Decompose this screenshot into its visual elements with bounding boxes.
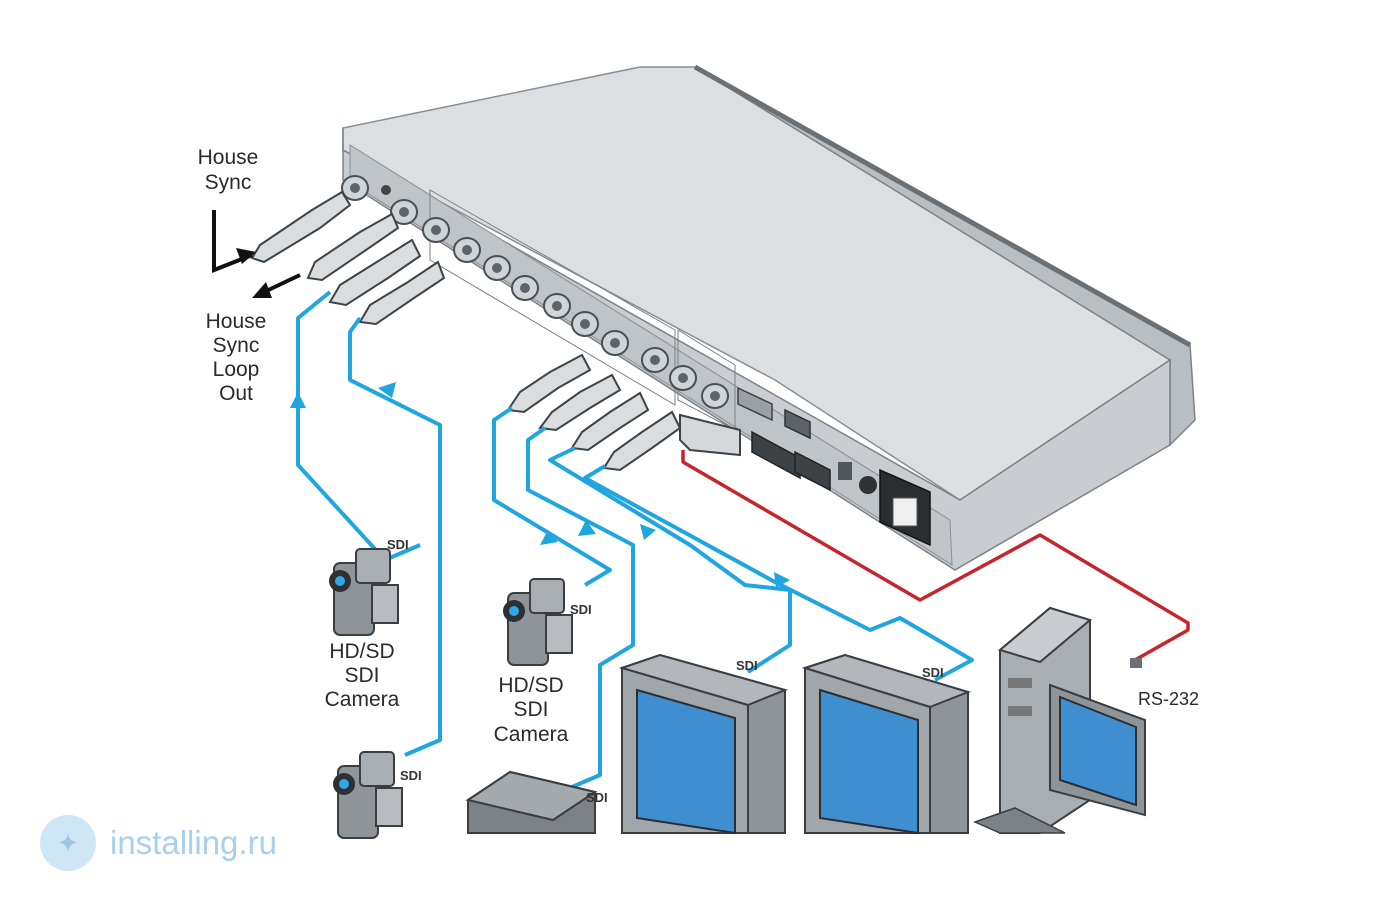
svg-text:HD/SD: HD/SD <box>498 674 563 697</box>
bnc-connector <box>422 217 450 243</box>
camera2-label: HD/SD SDI Camera <box>494 674 569 746</box>
switcher-chassis <box>342 64 1196 571</box>
watermark-logo-icon: ✦ <box>40 815 96 871</box>
svg-text:SDI: SDI <box>344 664 379 687</box>
dip-switch-icon <box>381 185 391 195</box>
bnc-connector <box>669 365 697 391</box>
bnc-connector <box>390 199 418 225</box>
cable-recorder <box>526 426 635 792</box>
cable-camera2 <box>492 406 612 587</box>
bnc-plug <box>570 391 650 452</box>
cable-camera1 <box>296 290 421 562</box>
sdi-label: SDI <box>570 602 592 617</box>
camera-icon <box>329 548 399 636</box>
sdi-label: SDI <box>586 790 608 805</box>
cable-camera3 <box>348 316 442 757</box>
bnc-plug <box>538 373 622 432</box>
keyboard-icon <box>972 807 1066 834</box>
svg-text:House: House <box>198 146 259 169</box>
svg-text:Sync: Sync <box>213 334 260 357</box>
svg-text:Out: Out <box>219 382 253 405</box>
db9-port <box>737 386 773 422</box>
watermark: ✦ installing.ru <box>22 808 316 878</box>
db9-plug <box>679 413 741 457</box>
camera-icon <box>503 578 573 666</box>
arrow-icon <box>640 524 656 540</box>
sdi-label: SDI <box>400 768 422 783</box>
rs232-cable <box>681 450 1190 662</box>
arrow-icon <box>774 572 790 588</box>
monitor-icon <box>618 653 789 835</box>
bnc-connector <box>571 311 599 337</box>
arrow-icon <box>290 392 306 408</box>
sdi-label: SDI <box>387 537 409 552</box>
bnc-connector <box>453 237 481 263</box>
terminal-block-1 <box>751 430 801 480</box>
house-sync-loop-out-label: House Sync Loop Out <box>206 310 267 405</box>
bnc-connector <box>543 293 571 319</box>
svg-text:Loop: Loop <box>213 358 260 381</box>
arrow-icon <box>378 382 396 398</box>
svg-text:HD/SD: HD/SD <box>329 640 394 663</box>
cable-monitor1 <box>548 446 792 674</box>
reset-button <box>838 462 852 480</box>
bnc-plug <box>328 238 422 307</box>
power-inlet-pins <box>892 497 918 527</box>
monitor-icon <box>801 653 972 835</box>
bnc-plug <box>506 353 592 414</box>
bnc-connector <box>641 347 669 373</box>
bnc-plug-group <box>250 190 741 472</box>
recorder-icon <box>465 770 598 834</box>
control-ports <box>737 386 931 547</box>
rs232-label: RS-232 <box>1138 689 1199 709</box>
bnc-connector <box>511 275 539 301</box>
svg-text:House: House <box>206 310 267 333</box>
house-sync-label: House Sync <box>198 146 259 194</box>
sdi-cables <box>290 290 974 792</box>
bnc-connector-row <box>341 175 729 409</box>
bnc-plug <box>250 190 352 264</box>
ethernet-port <box>784 408 811 440</box>
bnc-connector <box>483 255 511 281</box>
arrow-icon <box>578 520 596 536</box>
power-switch <box>859 476 877 494</box>
bnc-connector <box>701 383 729 409</box>
bnc-connector <box>601 330 629 356</box>
computer-icon <box>972 606 1146 834</box>
bnc-plug <box>602 410 682 472</box>
svg-text:SDI: SDI <box>513 698 548 721</box>
house-sync-arrows <box>212 210 301 298</box>
bnc-plug <box>306 212 400 282</box>
watermark-text: installing.ru <box>110 824 277 861</box>
terminal-block-2 <box>794 450 831 492</box>
bnc-plug <box>358 260 446 326</box>
svg-text:Sync: Sync <box>205 171 252 194</box>
svg-text:Camera: Camera <box>494 723 569 746</box>
sdi-label: SDI <box>736 658 758 673</box>
sdi-label: SDI <box>922 665 944 680</box>
bnc-connector <box>341 175 369 201</box>
svg-text:Camera: Camera <box>325 688 400 711</box>
camera1-label: HD/SD SDI Camera <box>325 640 400 711</box>
arrow-icon <box>540 530 558 545</box>
cable-monitor2 <box>583 464 974 682</box>
serial-connector <box>1130 658 1142 668</box>
camera-icon <box>333 751 403 839</box>
